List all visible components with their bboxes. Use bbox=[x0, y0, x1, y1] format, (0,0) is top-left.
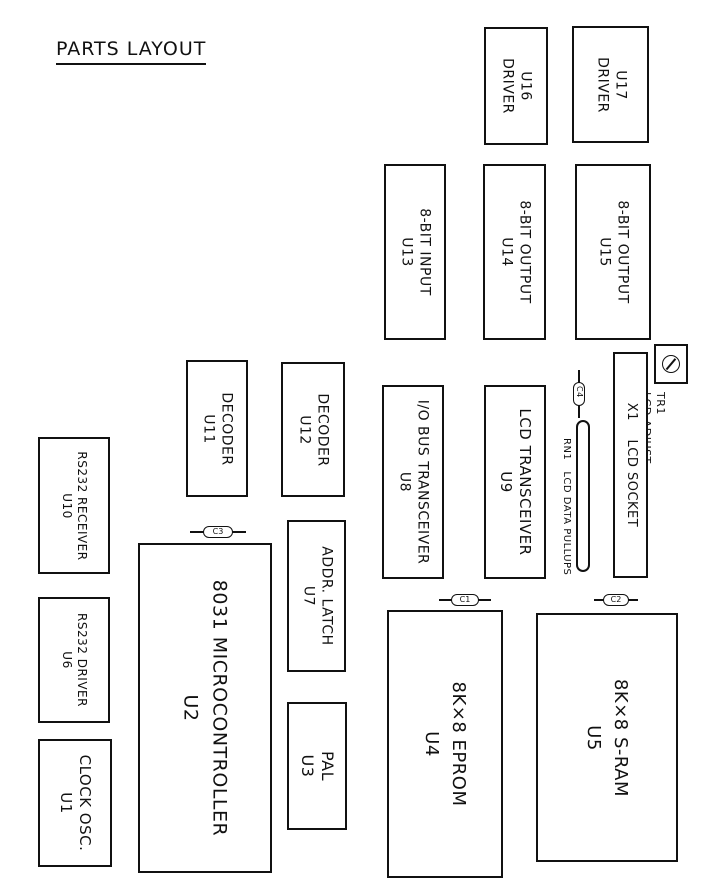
tr1-trimmer bbox=[654, 344, 688, 384]
u14-ref: U14 bbox=[498, 237, 515, 267]
u16-driver: U16 DRIVER bbox=[484, 27, 548, 145]
u1-label: CLOCK OSC. bbox=[75, 754, 94, 852]
u9-lcd-transceiver: LCD TRANSCEIVER U9 bbox=[484, 385, 546, 579]
u17-driver: U17 DRIVER bbox=[572, 26, 649, 143]
u3-pal: PAL U3 bbox=[287, 702, 347, 830]
u5-sram: 8K×8 S-RAM U5 bbox=[536, 613, 678, 862]
u12-decoder: DECODER U12 bbox=[281, 362, 345, 497]
u12-ref: U12 bbox=[297, 414, 313, 445]
rn1-name: LCD DATA PULLUPS bbox=[561, 471, 572, 576]
x1-lcd-socket: X1 LCD SOCKET bbox=[613, 352, 648, 578]
u1-ref: U1 bbox=[57, 792, 75, 814]
u16-ref: U16 bbox=[517, 71, 534, 101]
c4-label: C4 bbox=[575, 386, 584, 398]
rn1-pullups bbox=[576, 420, 590, 572]
u17-label: DRIVER bbox=[594, 56, 611, 113]
u5-label: 8K×8 S-RAM bbox=[610, 678, 631, 797]
u2-label: 8031 MICROCONTROLLER bbox=[208, 579, 231, 837]
tr1-ref: TR1 bbox=[654, 392, 667, 415]
u3-label: PAL bbox=[318, 751, 337, 781]
u10-label: RS232 RECEIVER bbox=[75, 450, 89, 561]
u10-ref: U10 bbox=[60, 492, 74, 519]
u1-clock-osc: CLOCK OSC. U1 bbox=[38, 739, 112, 867]
u2-ref: U2 bbox=[180, 694, 202, 722]
rn1-label: RN1 LCD DATA PULLUPS bbox=[561, 438, 572, 575]
trimmer-icon bbox=[662, 355, 680, 373]
u13-8bit-input: 8-BIT INPUT U13 bbox=[384, 164, 446, 340]
u5-ref: U5 bbox=[583, 724, 604, 751]
u9-ref: U9 bbox=[497, 471, 515, 493]
u14-8bit-output: 8-BIT OUTPUT U14 bbox=[483, 164, 546, 340]
u11-decoder: DECODER U11 bbox=[186, 360, 248, 497]
u15-ref: U15 bbox=[597, 237, 613, 267]
u6-rs232-driver: RS232 DRIVER U6 bbox=[38, 597, 110, 723]
c3-capacitor: C3 bbox=[190, 526, 246, 538]
c3-label: C3 bbox=[203, 526, 233, 538]
c1-label: C1 bbox=[451, 594, 479, 606]
x1-label: X1 LCD SOCKET bbox=[622, 402, 639, 528]
x1-ref: X1 bbox=[623, 402, 639, 421]
u8-label: I/O BUS TRANSCEIVER bbox=[414, 399, 431, 565]
u16-label: DRIVER bbox=[500, 58, 516, 114]
u11-label: DECODER bbox=[218, 391, 235, 466]
page-title: PARTS LAYOUT bbox=[56, 38, 207, 65]
u6-label: RS232 DRIVER bbox=[75, 613, 89, 707]
u12-label: DECODER bbox=[314, 392, 331, 467]
u10-rs232-receiver: RS232 RECEIVER U10 bbox=[38, 437, 110, 574]
u4-eprom: 8K×8 EPROM U4 bbox=[387, 610, 503, 878]
u8-io-bus-transceiver: I/O BUS TRANSCEIVER U8 bbox=[382, 385, 444, 579]
u4-label: 8K×8 EPROM bbox=[448, 681, 469, 807]
u15-8bit-output: 8-BIT OUTPUT U15 bbox=[575, 164, 651, 340]
u17-ref: U17 bbox=[612, 69, 628, 100]
u15-label: 8-BIT OUTPUT bbox=[614, 200, 631, 304]
u7-addr-latch: ADDR. LATCH U7 bbox=[287, 520, 346, 672]
c2-capacitor: C2 bbox=[594, 594, 638, 606]
u6-ref: U6 bbox=[60, 651, 74, 669]
c1-capacitor: C1 bbox=[439, 594, 491, 606]
u13-label: 8-BIT INPUT bbox=[416, 208, 433, 296]
c2-label: C2 bbox=[603, 594, 629, 606]
u14-label: 8-BIT OUTPUT bbox=[516, 200, 532, 304]
u2-8031-microcontroller: 8031 MICROCONTROLLER U2 bbox=[138, 543, 272, 873]
u4-ref: U4 bbox=[421, 731, 442, 757]
c4-capacitor: C4 bbox=[573, 370, 585, 418]
u13-ref: U13 bbox=[399, 237, 415, 267]
x1-name: LCD SOCKET bbox=[623, 439, 639, 528]
rn1-ref: RN1 bbox=[561, 438, 572, 461]
u3-ref: U3 bbox=[298, 754, 317, 778]
u7-ref: U7 bbox=[300, 585, 317, 607]
u8-ref: U8 bbox=[397, 471, 413, 493]
u9-label: LCD TRANSCEIVER bbox=[515, 408, 534, 556]
u7-label: ADDR. LATCH bbox=[318, 546, 334, 646]
u11-ref: U11 bbox=[201, 413, 217, 444]
